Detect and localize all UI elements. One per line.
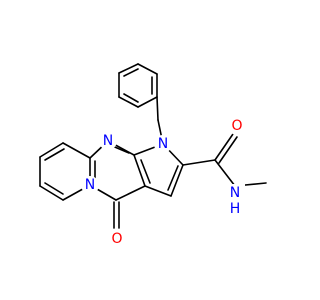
bond	[167, 165, 179, 191]
bond	[140, 159, 151, 184]
bond	[137, 96, 158, 108]
bond	[115, 185, 146, 201]
bond	[182, 159, 216, 166]
bond	[44, 182, 64, 195]
atom-label: N	[103, 133, 113, 149]
atom-ring-n3: N	[81, 176, 99, 194]
atom-label: O	[231, 118, 242, 134]
bond	[137, 63, 158, 75]
atom-label: N	[158, 136, 168, 152]
bond	[118, 63, 139, 74]
atom-label: N	[230, 185, 240, 201]
bond	[218, 136, 238, 164]
bond	[39, 185, 64, 201]
bond	[62, 142, 91, 159]
atom-amide-o: O	[228, 117, 246, 135]
bond	[39, 142, 64, 158]
atom-label: O	[111, 231, 122, 247]
bond	[44, 148, 65, 161]
atom-carbonyl-o: O	[108, 230, 126, 248]
chemical-structure: N N N O O N H	[39, 63, 267, 248]
bond	[170, 164, 184, 197]
bond	[214, 133, 234, 161]
bond	[133, 154, 146, 187]
atom-hydrogen-label: H	[230, 201, 241, 217]
bond	[214, 159, 236, 187]
bond	[118, 96, 139, 108]
bond	[144, 185, 172, 197]
bond	[123, 93, 139, 103]
atom-ring-n1: N	[154, 135, 172, 153]
bond	[123, 68, 139, 77]
atom-ring-n2: N	[99, 132, 117, 150]
atom-amide-nh: N H	[225, 184, 245, 217]
bond	[156, 96, 159, 121]
atom-label: N	[85, 177, 95, 193]
